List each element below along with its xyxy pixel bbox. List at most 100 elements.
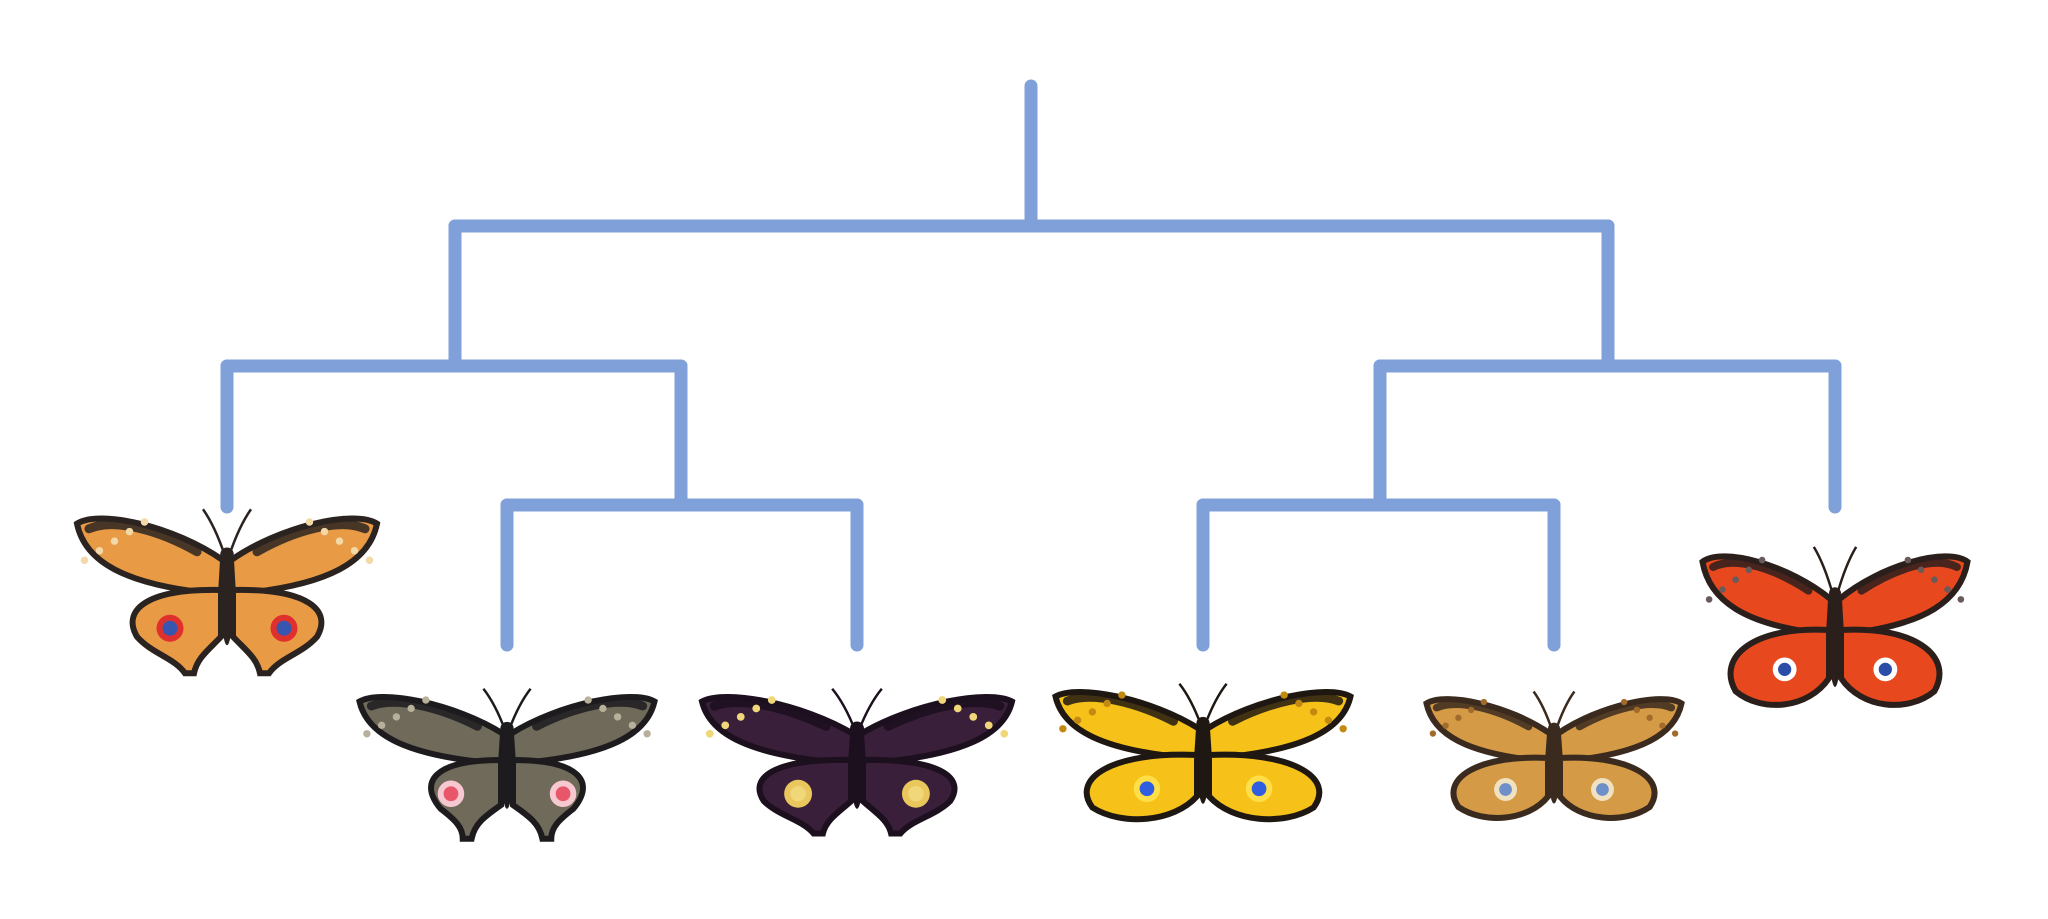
wing-band xyxy=(252,520,370,557)
margin-spot xyxy=(407,704,415,713)
margin-spot xyxy=(1931,576,1938,583)
margin-spot xyxy=(1745,566,1753,574)
butterfly-head xyxy=(1829,587,1841,600)
margin-spot xyxy=(1339,725,1347,733)
butterfly-head xyxy=(220,547,234,562)
wing-pair xyxy=(1835,546,1971,708)
butterfly-body xyxy=(1548,726,1560,804)
wing-band xyxy=(1432,700,1533,731)
margin-spot xyxy=(984,721,993,730)
margin-spot xyxy=(953,704,962,713)
wing-band xyxy=(1228,693,1344,726)
margin-spot xyxy=(1455,714,1462,721)
butterfly-head xyxy=(500,721,514,736)
wing-pair xyxy=(1203,682,1354,823)
margin-spot xyxy=(1280,691,1288,699)
wing-pair xyxy=(73,508,227,677)
eyespot-center xyxy=(555,786,571,802)
margin-spot xyxy=(1917,566,1925,574)
forewing xyxy=(227,515,381,598)
tree-branches xyxy=(220,79,1842,652)
margin-spot xyxy=(721,721,730,730)
wing-pair xyxy=(227,508,381,677)
peacock-butterfly-icon xyxy=(1699,546,1971,708)
margin-spot xyxy=(1073,716,1082,724)
butterfly-head xyxy=(1196,716,1210,731)
margin-spot xyxy=(320,527,329,536)
margin-spot xyxy=(1944,586,1951,593)
wing-band xyxy=(1857,558,1961,595)
wing-pair xyxy=(507,687,658,842)
margin-spot xyxy=(1442,722,1449,729)
margin-spot xyxy=(1309,708,1318,716)
margin-spot xyxy=(1118,691,1126,699)
margin-spot xyxy=(305,518,314,526)
margin-spot xyxy=(969,713,978,721)
eyespot-center xyxy=(276,620,292,636)
eyespot-center xyxy=(1878,662,1892,676)
wing-band xyxy=(366,698,482,731)
butterfly-body xyxy=(1829,590,1841,687)
margin-spot xyxy=(767,696,776,704)
butterfly-head xyxy=(1548,722,1560,735)
margin-spot xyxy=(125,527,134,536)
margin-spot xyxy=(1633,706,1641,714)
eyespot-center xyxy=(1596,783,1609,796)
margin-spot xyxy=(1480,698,1488,706)
buckeye-butterfly-icon xyxy=(1423,690,1685,821)
margin-spot xyxy=(628,721,637,729)
eyespot-center xyxy=(162,620,178,636)
wing-band xyxy=(84,520,202,557)
margin-spot xyxy=(599,704,607,713)
margin-spot xyxy=(1732,576,1739,583)
margin-spot xyxy=(1904,556,1912,564)
margin-spot xyxy=(80,556,89,564)
hindwing xyxy=(428,756,504,842)
margin-spot xyxy=(1957,596,1965,603)
giant-swallowtail-butterfly-icon xyxy=(698,687,1016,837)
eyespot-center xyxy=(1778,662,1792,676)
swallowtail-butterfly-icon xyxy=(73,508,381,677)
wing-band xyxy=(1709,558,1813,595)
margin-spot xyxy=(1620,698,1628,706)
wing-pair xyxy=(356,687,507,842)
hindwing xyxy=(510,756,586,842)
forewing xyxy=(1699,553,1835,638)
forewing xyxy=(1835,553,1971,638)
butterfly-leaves xyxy=(73,508,1971,842)
margin-spot xyxy=(422,696,430,704)
eyespot-center xyxy=(790,786,806,802)
eyespot-center xyxy=(443,786,459,802)
butterfly-body xyxy=(850,726,864,809)
margin-spot xyxy=(140,518,149,526)
margin-spot xyxy=(938,696,947,704)
wing-band xyxy=(709,697,831,731)
eyespot-center xyxy=(1251,781,1267,797)
eyespot-center xyxy=(1499,783,1512,796)
margin-spot xyxy=(1646,714,1653,721)
margin-spot xyxy=(335,537,344,545)
margin-spot xyxy=(1719,586,1726,593)
wing-band xyxy=(1062,693,1178,726)
margin-spot xyxy=(705,729,714,738)
wing-pair xyxy=(1554,690,1685,821)
butterfly-body xyxy=(221,551,233,646)
wing-band xyxy=(883,697,1005,731)
margin-spot xyxy=(392,713,401,721)
butterfly-head xyxy=(850,721,864,736)
margin-spot xyxy=(1758,556,1766,564)
margin-spot xyxy=(377,721,386,729)
margin-spot xyxy=(752,704,761,713)
margin-spot xyxy=(110,537,119,545)
wing-pair xyxy=(1699,546,1835,708)
margin-spot xyxy=(350,546,359,555)
eyespot-center xyxy=(908,786,924,802)
wing-pair xyxy=(698,687,857,837)
margin-spot xyxy=(736,713,745,721)
margin-spot xyxy=(613,713,622,721)
margin-spot xyxy=(365,556,374,564)
great-mormon-butterfly-icon xyxy=(356,687,658,842)
margin-spot xyxy=(1059,725,1067,733)
butterfly-body xyxy=(501,726,513,809)
